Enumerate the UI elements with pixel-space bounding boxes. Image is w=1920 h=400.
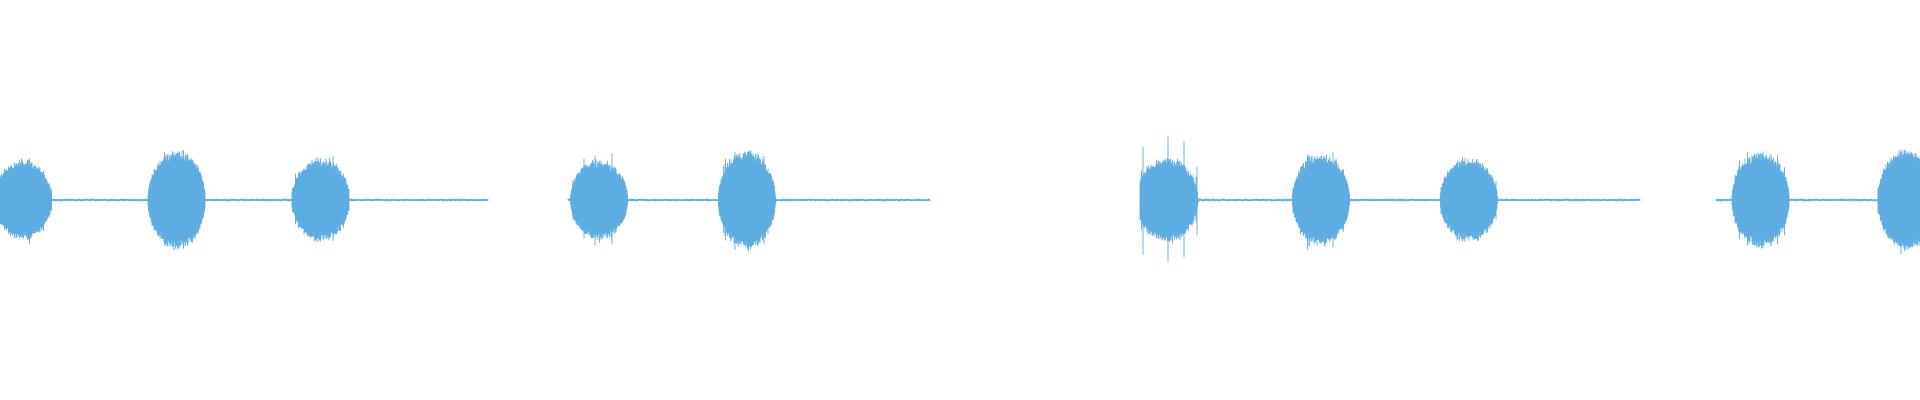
waveform-segment	[0, 150, 489, 251]
waveform-samples	[567, 150, 931, 252]
waveform-samples	[0, 150, 489, 251]
waveform-segment	[567, 150, 931, 252]
waveform-samples	[1715, 149, 1920, 255]
waveform-samples	[1139, 136, 1641, 262]
waveform-segment	[1715, 149, 1920, 255]
waveform-segment	[1139, 136, 1641, 262]
